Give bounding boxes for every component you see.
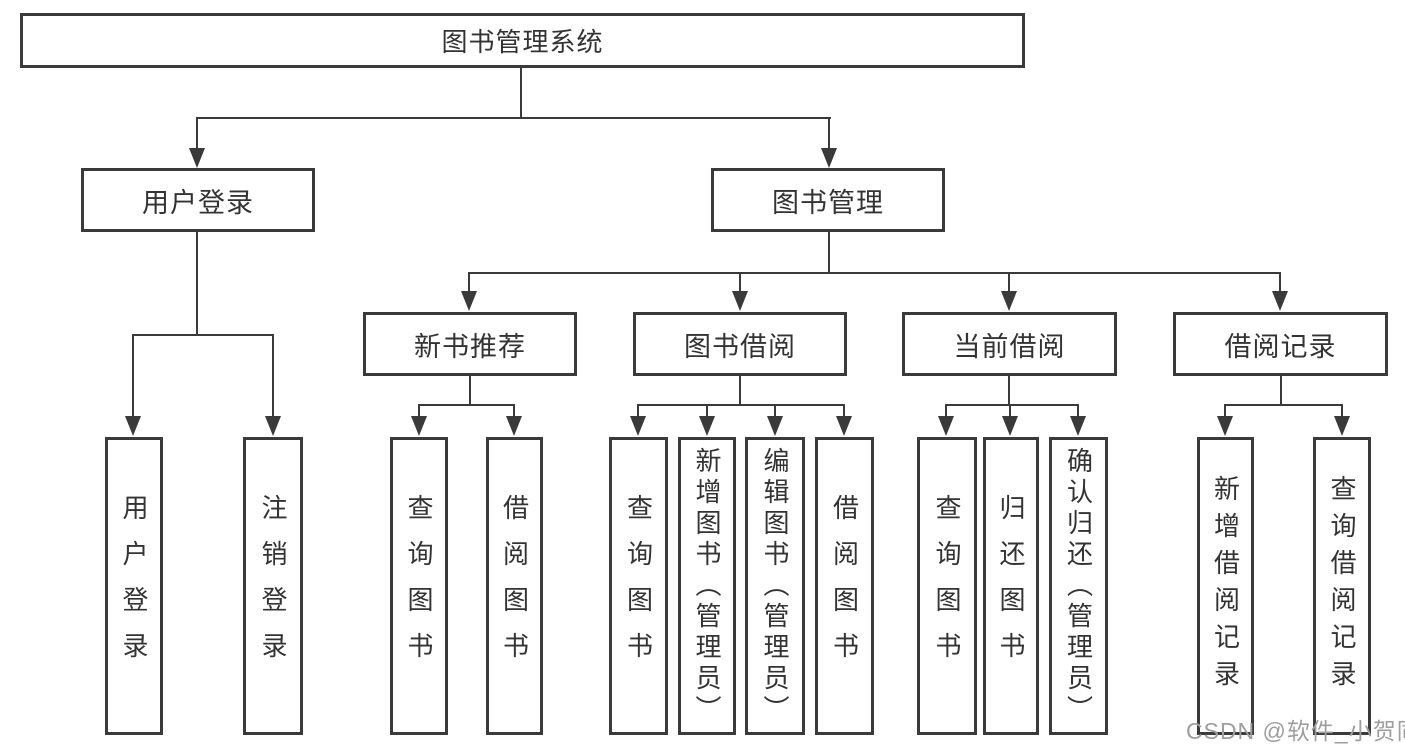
leaf-borrow-books-borrowing: 借阅图书: [815, 437, 874, 735]
node-book-borrowing: 图书借阅: [633, 312, 847, 376]
node-book-management: 图书管理: [711, 168, 945, 232]
connector-recommend-stem: [469, 376, 471, 406]
connector-leaf-drop: [1224, 404, 1226, 417]
leaf-borrow-books-recommend: 借阅图书: [486, 437, 543, 735]
node-new-book-recommendation: 新书推荐: [363, 312, 577, 376]
connector-leaf-drop: [513, 404, 515, 417]
connector-leaf-drop: [774, 404, 776, 417]
leaf-edit-books-admin-label: 编辑图书（管理员）: [760, 446, 790, 726]
arrowhead-leaf-borrow-borrowing: [836, 416, 852, 436]
leaf-query-books-recommend-label: 查询图书: [404, 494, 434, 678]
connector-recommend-hline: [418, 404, 515, 406]
connector-borrowing-stem: [739, 376, 741, 406]
connector-level1-hline: [196, 117, 831, 119]
arrowhead-leaf-query-current: [938, 416, 954, 436]
node-library-management-system: 图书管理系统: [20, 13, 1025, 68]
connector-leaf-drop: [418, 404, 420, 417]
arrowhead-borrowing: [732, 291, 748, 311]
arrowhead-current: [1001, 291, 1017, 311]
leaf-query-books-borrowing-label: 查询图书: [623, 494, 654, 678]
leaf-return-books: 归还图书: [983, 437, 1039, 735]
connector-leaf-drop: [706, 404, 708, 417]
connector-level2-hline: [468, 272, 1281, 274]
leaf-add-borrow-record: 新增借阅记录: [1197, 437, 1254, 735]
arrowhead-leaf-logout: [265, 416, 281, 436]
connector-leaf-drop: [1009, 404, 1011, 417]
leaf-logout-login: 注销登录: [243, 437, 303, 735]
arrowhead-leaf-return-books: [1002, 416, 1018, 436]
arrowhead-records: [1272, 291, 1288, 311]
node-current-borrowing: 当前借阅: [902, 312, 1117, 376]
node-borrowing-records: 借阅记录: [1173, 312, 1388, 376]
connector-leaf-logout-drop: [272, 334, 274, 417]
leaf-confirm-return-admin: 确认归还（管理员）: [1049, 437, 1108, 735]
leaf-user-login: 用户登录: [105, 437, 163, 735]
connector-leaf-drop: [1077, 404, 1079, 417]
arrowhead-leaf-add-books: [699, 416, 715, 436]
csdn-watermark: CSDN @软件_小贺同学: [1186, 718, 1405, 744]
connector-leaf-drop: [945, 404, 947, 417]
arrowhead-leaf-query-recommend: [411, 416, 427, 436]
arrowhead-leaf-query-record: [1334, 416, 1350, 436]
leaf-borrow-books-borrowing-label: 借阅图书: [829, 494, 860, 678]
connector-borrowing-hline: [637, 404, 845, 406]
connector-root-stem: [520, 68, 522, 119]
leaf-query-borrow-record: 查询借阅记录: [1313, 437, 1371, 735]
leaf-add-books-admin: 新增图书（管理员）: [678, 437, 736, 735]
arrowhead-recommend: [461, 291, 477, 311]
arrowhead-leaf-borrow-recommend: [506, 416, 522, 436]
connector-user-login-hline: [132, 334, 274, 336]
leaf-borrow-books-recommend-label: 借阅图书: [499, 494, 530, 678]
connector-user-login-drop: [196, 117, 198, 149]
leaf-add-borrow-record-label: 新增借阅记录: [1210, 475, 1241, 697]
connector-leaf-user-login-drop: [132, 334, 134, 417]
arrowhead-leaf-user-login: [125, 416, 141, 436]
leaf-query-borrow-record-label: 查询借阅记录: [1327, 475, 1357, 697]
connector-current-hline: [945, 404, 1079, 406]
connector-current-drop: [1008, 272, 1010, 292]
connector-current-stem: [1008, 376, 1010, 406]
leaf-user-login-label: 用户登录: [119, 494, 149, 678]
connector-book-management-drop: [828, 117, 830, 149]
leaf-confirm-return-admin-label: 确认归还（管理员）: [1063, 446, 1094, 726]
arrowhead-leaf-query-borrowing: [630, 416, 646, 436]
leaf-query-books-current-label: 查询图书: [932, 494, 962, 678]
node-user-login: 用户登录: [81, 168, 315, 232]
arrowhead-book-management: [821, 148, 837, 168]
connector-borrowing-drop: [739, 272, 741, 292]
arrowhead-leaf-edit-books: [767, 416, 783, 436]
connector-leaf-drop: [637, 404, 639, 417]
leaf-edit-books-admin: 编辑图书（管理员）: [745, 437, 805, 735]
connector-book-management-stem: [828, 232, 830, 274]
arrowhead-user-login: [189, 148, 205, 168]
leaf-return-books-label: 归还图书: [996, 494, 1026, 678]
arrowhead-leaf-confirm-return: [1070, 416, 1086, 436]
arrowhead-leaf-add-record: [1217, 416, 1233, 436]
leaf-logout-login-label: 注销登录: [258, 494, 288, 678]
connector-leaf-drop: [843, 404, 845, 417]
connector-recommend-drop: [468, 272, 470, 292]
connector-records-drop: [1279, 272, 1281, 292]
connector-user-login-stem: [196, 232, 198, 336]
leaf-add-books-admin-label: 新增图书（管理员）: [692, 446, 722, 726]
leaf-query-books-current: 查询图书: [917, 437, 977, 735]
leaf-query-books-borrowing: 查询图书: [609, 437, 668, 735]
connector-leaf-drop: [1341, 404, 1343, 417]
connector-records-hline: [1224, 404, 1343, 406]
leaf-query-books-recommend: 查询图书: [390, 437, 448, 735]
connector-records-stem: [1280, 376, 1282, 406]
